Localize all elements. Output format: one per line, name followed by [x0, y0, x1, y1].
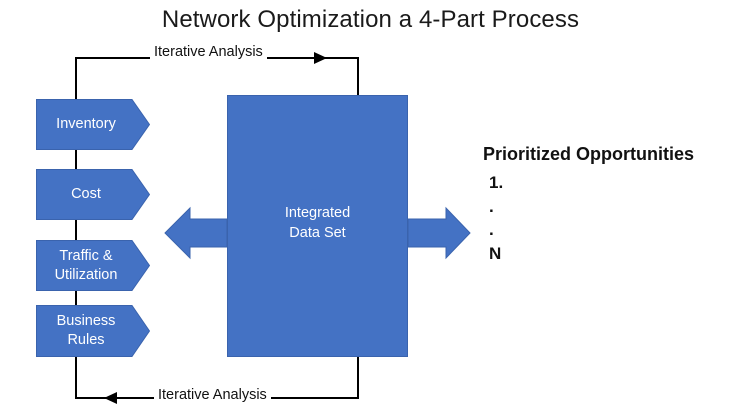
opportunities-list: 1. . . N — [483, 171, 694, 265]
list-item: . — [489, 220, 494, 239]
right-block-arrow — [407, 206, 471, 260]
prioritized-opportunities: Prioritized Opportunities 1. . . N — [483, 144, 694, 265]
input-cost-label: Cost — [71, 186, 101, 202]
pentagon-shape — [36, 99, 150, 150]
pentagon-shape — [36, 305, 150, 357]
loop-top-arrowhead — [314, 52, 327, 64]
list-item: 1. — [489, 173, 504, 192]
list-item: N — [489, 243, 502, 263]
loop-top-line — [75, 57, 359, 97]
input-inventory: Inventory — [36, 99, 150, 150]
loop-bottom-arrowhead — [104, 392, 117, 404]
prioritized-opportunities-title: Prioritized Opportunities — [483, 144, 695, 164]
input-cost: Cost — [36, 169, 150, 220]
diagram-title: Network Optimization a 4-Part Process — [161, 6, 580, 33]
iterative-analysis-bottom-label: Iterative Analysis — [154, 387, 271, 403]
iterative-analysis-top-label: Iterative Analysis — [150, 44, 267, 60]
input-business-rules-label: Business Rules — [56, 313, 116, 348]
input-business-rules: Business Rules — [36, 305, 150, 357]
pentagon-shape — [36, 240, 150, 291]
input-traffic-utilization-label: Traffic & Utilization — [54, 247, 118, 283]
input-inventory-label: Inventory — [56, 116, 116, 132]
input-traffic-utilization: Traffic & Utilization — [36, 240, 150, 291]
integrated-data-set-box: Integrated Data Set — [227, 95, 408, 357]
left-block-arrow — [164, 206, 228, 260]
integrated-data-set-label: Integrated Data Set — [284, 205, 351, 241]
pentagon-shape — [36, 169, 150, 220]
list-item: . — [489, 196, 494, 216]
